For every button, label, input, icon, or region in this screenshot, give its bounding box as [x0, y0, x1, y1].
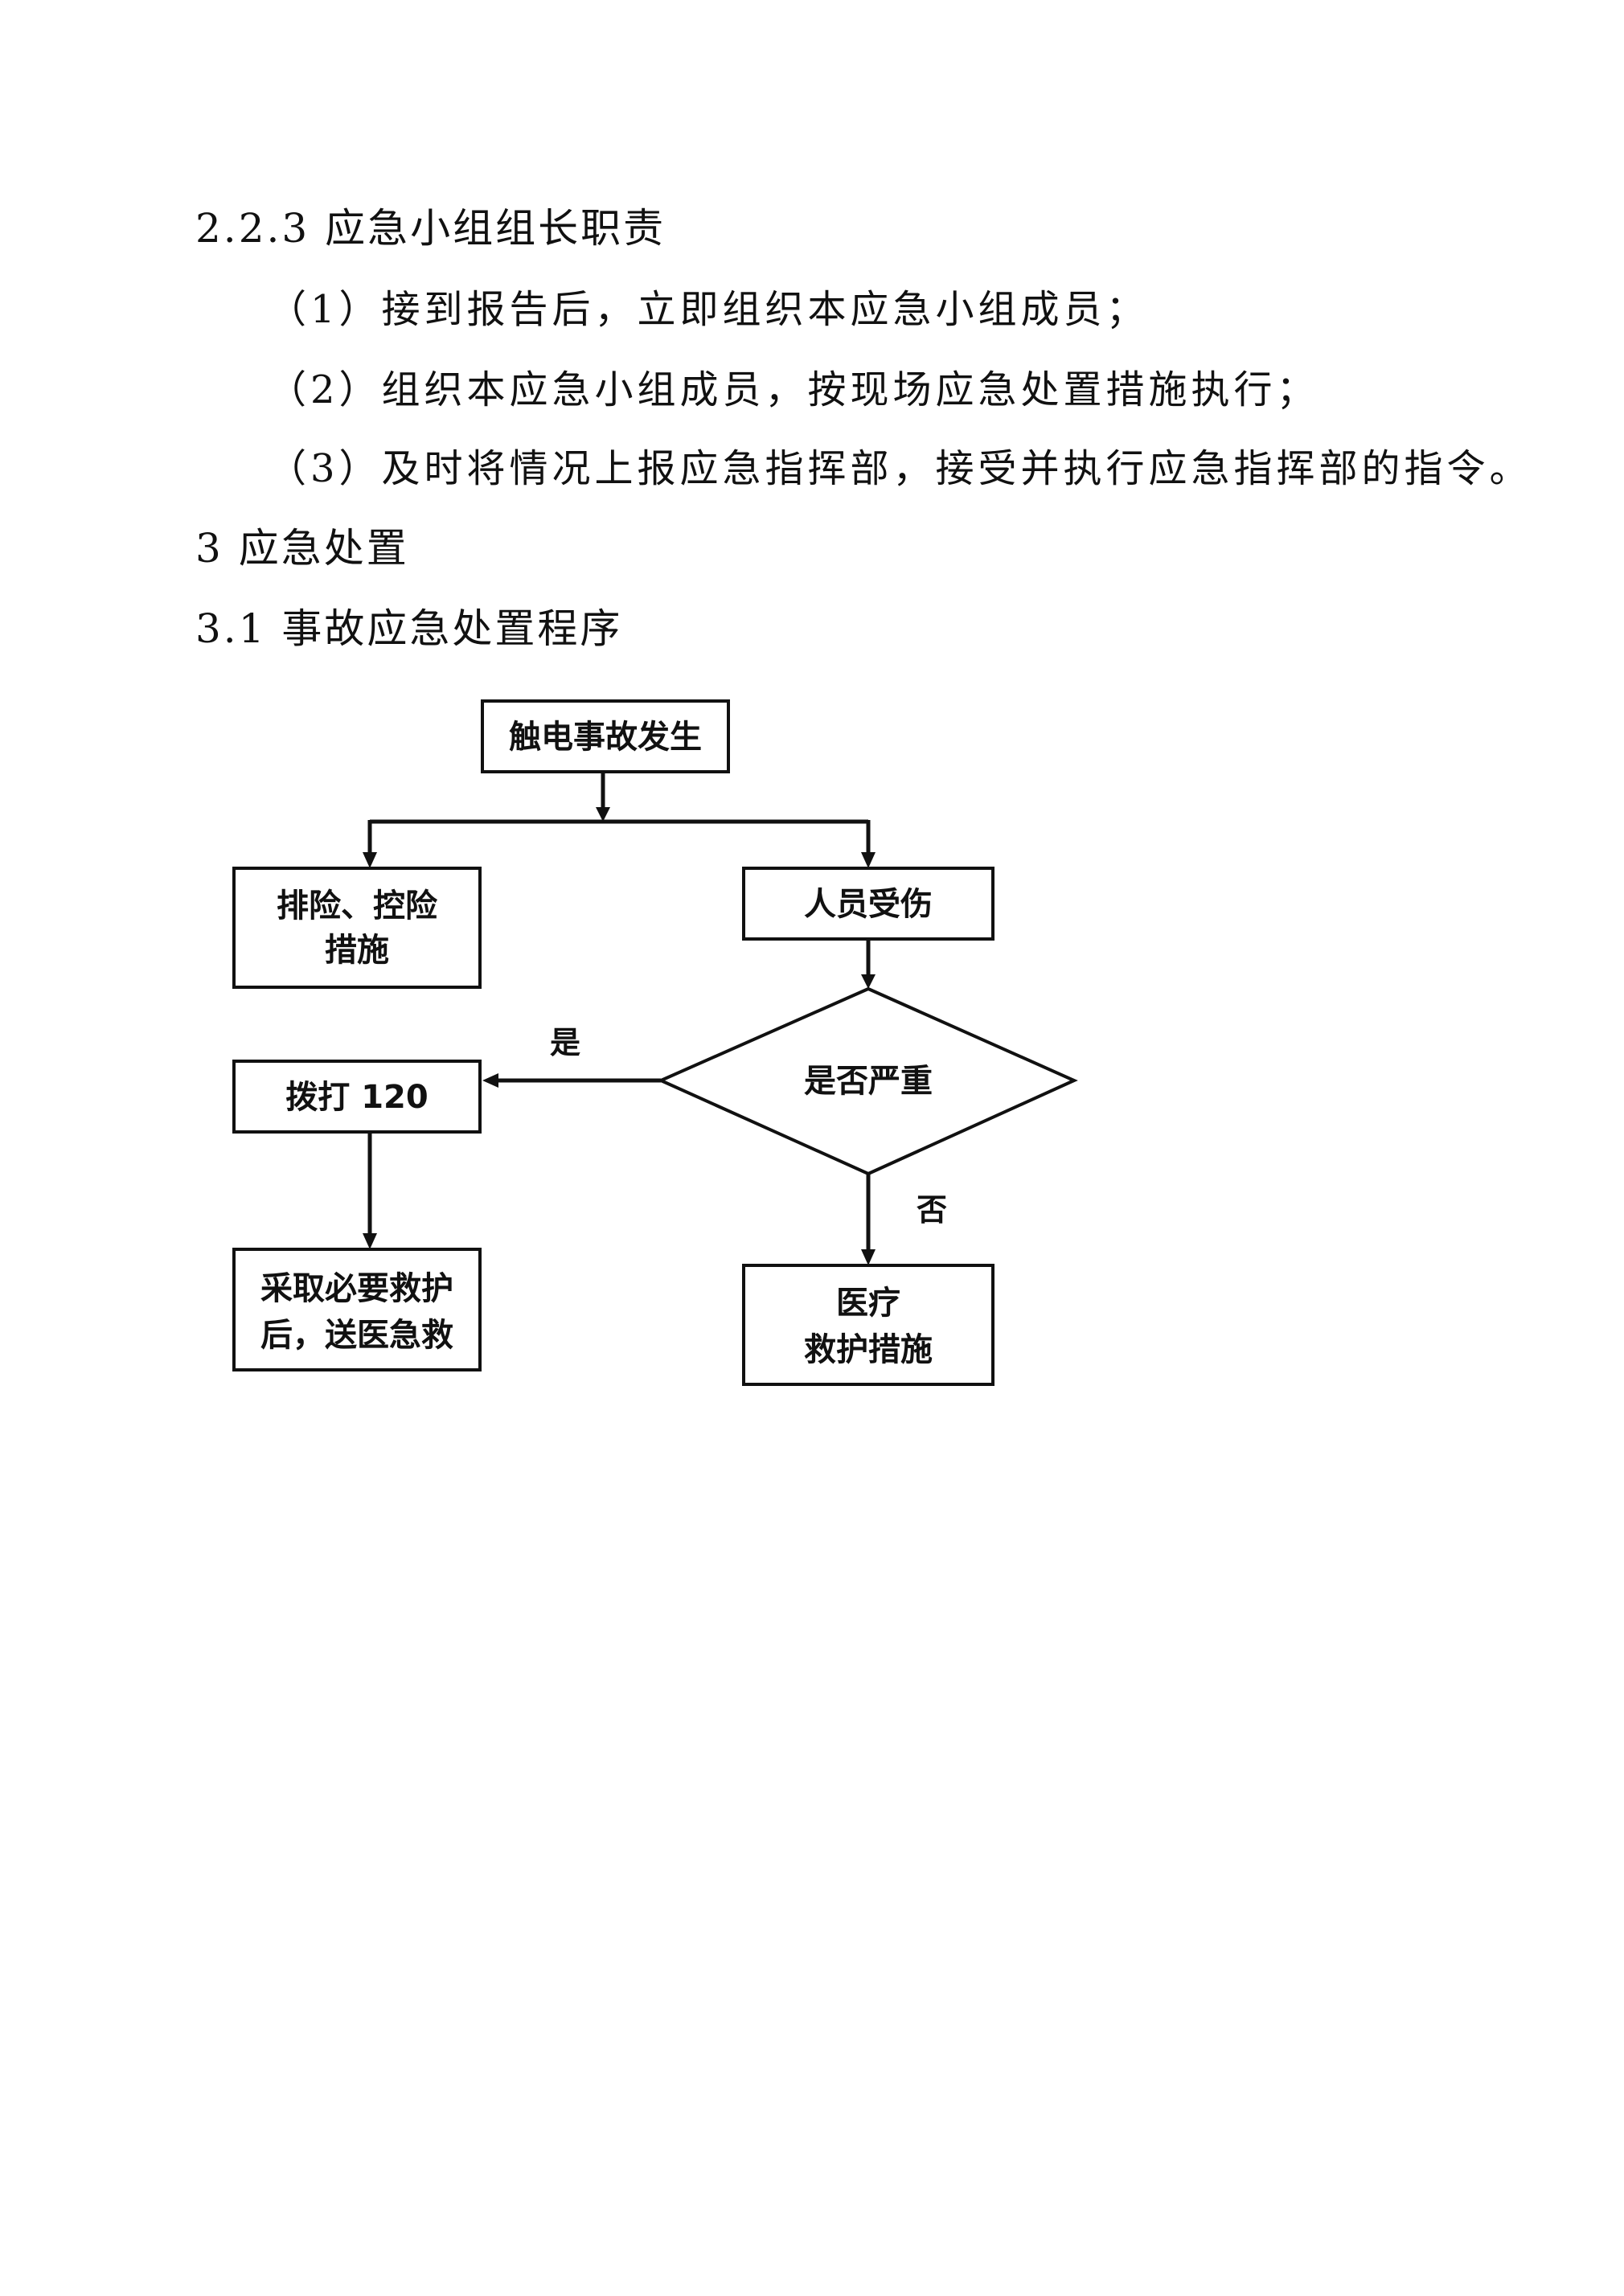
node-treatment: 医疗 救护措施: [742, 1264, 994, 1386]
node-decision-label: 是否严重: [804, 1063, 933, 1100]
flowchart-connectors: [363, 773, 876, 1265]
arrow-yes: [482, 1073, 498, 1088]
arrow-right-branch: [861, 852, 876, 868]
node-decision: 是否严重: [657, 986, 1078, 1176]
node-call: 拨打 120: [232, 1060, 482, 1134]
node-start: 触电事故发生: [481, 699, 730, 773]
node-start-box: [481, 699, 730, 773]
yes-label: 是: [550, 1025, 580, 1060]
section-heading-2-2-3: 2.2.3 应急小组组长职责: [195, 205, 666, 252]
node-injury-box: [742, 867, 994, 941]
section-heading-3-1: 3.1 事故应急处置程序: [195, 605, 623, 652]
node-call-label: 拨打 120: [285, 1079, 428, 1116]
arrow-call-transfer: [363, 1233, 377, 1249]
node-injury-label: 人员受伤: [804, 886, 933, 923]
node-decision-diamond: [657, 986, 1078, 1176]
node-injury: 人员受伤: [742, 867, 994, 941]
node-transfer: 采取必要救护 后，送医急救: [232, 1248, 482, 1371]
node-treatment-box: [742, 1264, 994, 1386]
arrow-no: [861, 1249, 876, 1265]
node-hazard-control-line-2: 措施: [325, 932, 389, 969]
node-transfer-line-2: 后，送医急救: [260, 1317, 453, 1354]
node-transfer-line-1: 采取必要救护: [260, 1270, 453, 1307]
node-hazard-control-line-1: 排险、控险: [277, 888, 438, 925]
duty-item-2: （2）组织本应急小组成员，按现场应急处置措施执行；: [268, 367, 1319, 412]
node-hazard-control: 排险、控险 措施: [232, 867, 482, 989]
node-transfer-box: [232, 1248, 482, 1371]
duty-item-3: （3）及时将情况上报应急指挥部，接受并执行应急指挥部的指令。: [268, 446, 1532, 491]
node-treatment-line-1: 医疗: [836, 1285, 900, 1322]
arrow-start-junction: [596, 807, 610, 822]
section-heading-3: 3 应急处置: [195, 525, 409, 572]
no-label: 否: [917, 1192, 947, 1228]
node-treatment-line-2: 救护措施: [804, 1331, 933, 1368]
duty-item-1: （1）接到报告后，立即组织本应急小组成员；: [268, 287, 1149, 332]
node-call-box: [232, 1060, 482, 1134]
node-hazard-control-box: [232, 867, 482, 989]
arrow-injury-decision: [861, 974, 876, 989]
node-start-label: 触电事故发生: [509, 719, 702, 756]
arrow-left-branch: [363, 852, 377, 868]
